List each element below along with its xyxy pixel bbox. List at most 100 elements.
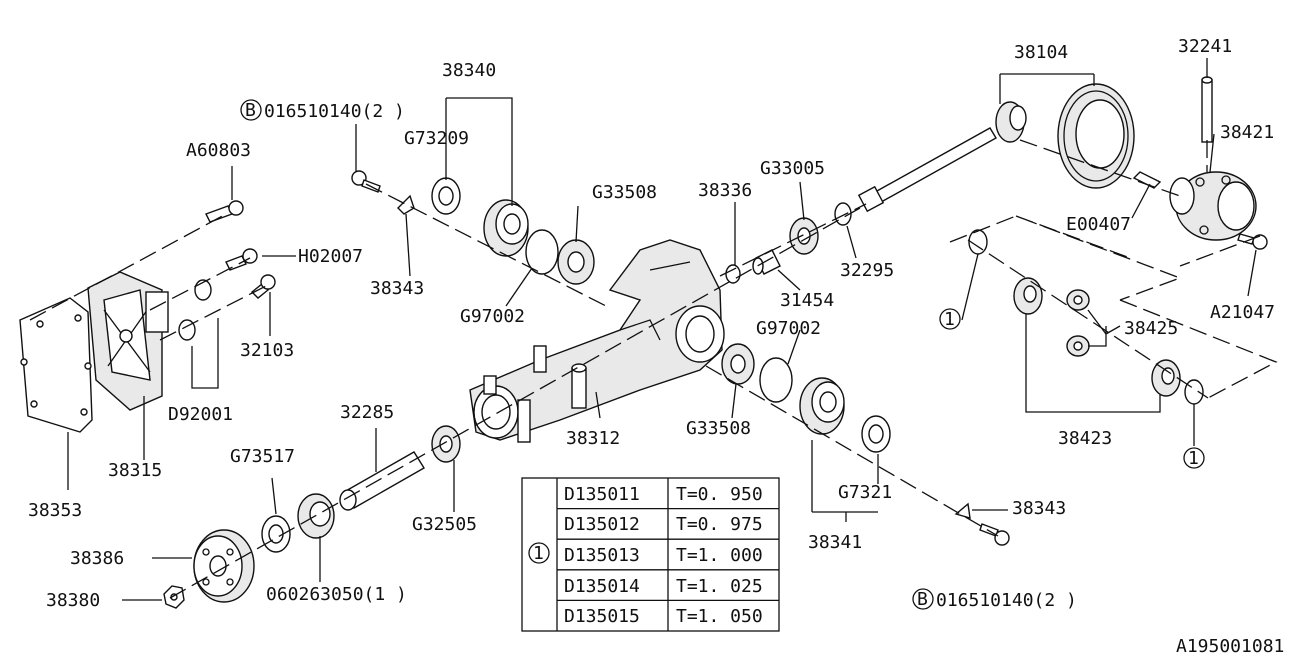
label-38423: 38423 <box>1058 428 1112 449</box>
shim-row-5-thickness: T=1. 050 <box>676 606 763 627</box>
label-g73209: G73209 <box>404 128 469 149</box>
label-38315: 38315 <box>108 460 162 481</box>
shim-row-4-part: D135014 <box>564 576 640 597</box>
label-38380: 38380 <box>46 590 100 611</box>
shim-32295 <box>834 202 852 226</box>
label-32285: 32285 <box>340 402 394 423</box>
bearing-g33005 <box>789 217 819 255</box>
companion-flange-38386 <box>193 529 255 603</box>
axis-pinion-b <box>719 203 867 277</box>
axis-side-gears <box>967 239 1278 399</box>
lock-plate-38343-bottom <box>954 502 971 519</box>
label-31454: 31454 <box>780 290 834 311</box>
ref1-marker-right-text: 1 <box>1188 448 1199 469</box>
bolt-h02007 <box>225 248 258 271</box>
label-a60803: A60803 <box>186 140 251 161</box>
bolt-32103 <box>250 274 276 299</box>
seal-g73209 <box>431 177 461 215</box>
label-g73517: G73517 <box>230 446 295 467</box>
label-g33508-bottom: G33508 <box>686 418 751 439</box>
b-marker-bottom <box>912 588 934 610</box>
bolt-a60803 <box>205 200 244 223</box>
label-38341: 38341 <box>808 532 862 553</box>
label-38386: 38386 <box>70 548 124 569</box>
label-38421: 38421 <box>1220 122 1274 143</box>
ref1-marker-left <box>939 308 961 330</box>
oring-g97002-right <box>759 357 793 403</box>
lock-plate-38343-top <box>397 194 415 215</box>
label-060263050: 060263050(1 ) <box>266 584 407 605</box>
shim-row-5-part: D135015 <box>564 606 640 627</box>
oil-seal-38336 <box>725 264 741 284</box>
shim-row-2-thickness: T=0. 975 <box>676 514 763 535</box>
label-38353: 38353 <box>28 500 82 521</box>
label-g7321: G7321 <box>838 482 892 503</box>
drawing-id: A195001081 <box>1176 636 1284 653</box>
axis-cover-c <box>159 285 267 341</box>
label-g33508-top: G33508 <box>592 182 657 203</box>
pin-32241 <box>1201 76 1213 143</box>
label-38312: 38312 <box>566 428 620 449</box>
bearing-g33508-top <box>557 239 595 285</box>
b-marker-bottom-letter: B <box>917 589 928 610</box>
pinion-gear-38425-top <box>1066 289 1090 311</box>
axis-ring <box>1019 139 1181 197</box>
shim-row-3-thickness: T=1. 000 <box>676 545 763 566</box>
axis-cover-b <box>149 257 251 311</box>
label-38343-bottom: 38343 <box>1012 498 1066 519</box>
ref1-marker-right <box>1183 447 1205 469</box>
axis-diff-box <box>949 215 1261 301</box>
oil-seal-g73517 <box>261 515 291 553</box>
rear-cover-38315 <box>87 271 169 411</box>
axis-right-retainer <box>705 365 999 537</box>
shim-row-2-part: D135012 <box>564 514 640 535</box>
label-g97002-top: G97002 <box>460 306 525 327</box>
label-h02007: H02007 <box>298 246 363 267</box>
shim-table-ref-text: 1 <box>533 543 544 564</box>
leader-lines <box>67 58 1257 601</box>
axis-left-retainer <box>365 183 607 307</box>
washer-ref1-right <box>1184 379 1204 405</box>
spacer-32285 <box>339 451 425 511</box>
label-32295: 32295 <box>840 260 894 281</box>
oring-g97002-top <box>525 229 559 275</box>
label-e00407: E00407 <box>1066 214 1131 235</box>
ring-gear-38104 <box>1057 83 1135 189</box>
bolt-a21047 <box>1237 233 1268 250</box>
diff-case-38421 <box>1169 171 1257 241</box>
label-d92001: D92001 <box>168 404 233 425</box>
label-a21047: A21047 <box>1210 302 1275 323</box>
drive-pinion-38104 <box>857 101 1027 213</box>
bearing-g33508-bottom <box>721 343 755 385</box>
b-marker-top-letter: B <box>245 100 256 121</box>
label-g32505: G32505 <box>412 514 477 535</box>
shim-table-ref-marker <box>528 542 550 564</box>
diff-housing-38312 <box>469 239 725 443</box>
pinion-gear-38425-bottom <box>1066 335 1090 357</box>
label-38336: 38336 <box>698 180 752 201</box>
label-32103: 32103 <box>240 340 294 361</box>
label-38343-top: 38343 <box>370 278 424 299</box>
nut-38380 <box>163 585 185 609</box>
b-marker-top <box>240 99 262 121</box>
pin-e00407 <box>1132 171 1162 189</box>
seal-g7321 <box>861 415 891 453</box>
label-38104: 38104 <box>1014 42 1068 63</box>
label-016510140-bottom: 016510140(2 ) <box>936 590 1077 611</box>
label-32241: 32241 <box>1178 36 1232 57</box>
side-gear-38423-left <box>1013 277 1043 315</box>
label-g97002-right: G97002 <box>756 318 821 339</box>
gasket-38353 <box>19 297 93 433</box>
side-gear-38423-right <box>1151 359 1181 397</box>
shim-row-4-thickness: T=1. 025 <box>676 576 763 597</box>
label-38425: 38425 <box>1124 318 1178 339</box>
shim-row-1-part: D135011 <box>564 484 640 505</box>
shim-table: 1 D135011 T=0. 950 D135012 T=0. 975 D135… <box>521 477 780 632</box>
axis-cover <box>29 213 227 321</box>
label-38340: 38340 <box>442 60 496 81</box>
side-retainer-38341 <box>799 377 845 435</box>
shim-row-1-thickness: T=0. 950 <box>676 484 763 505</box>
label-016510140-top: 016510140(2 ) <box>264 101 405 122</box>
ref1-marker-left-text: 1 <box>944 309 955 330</box>
